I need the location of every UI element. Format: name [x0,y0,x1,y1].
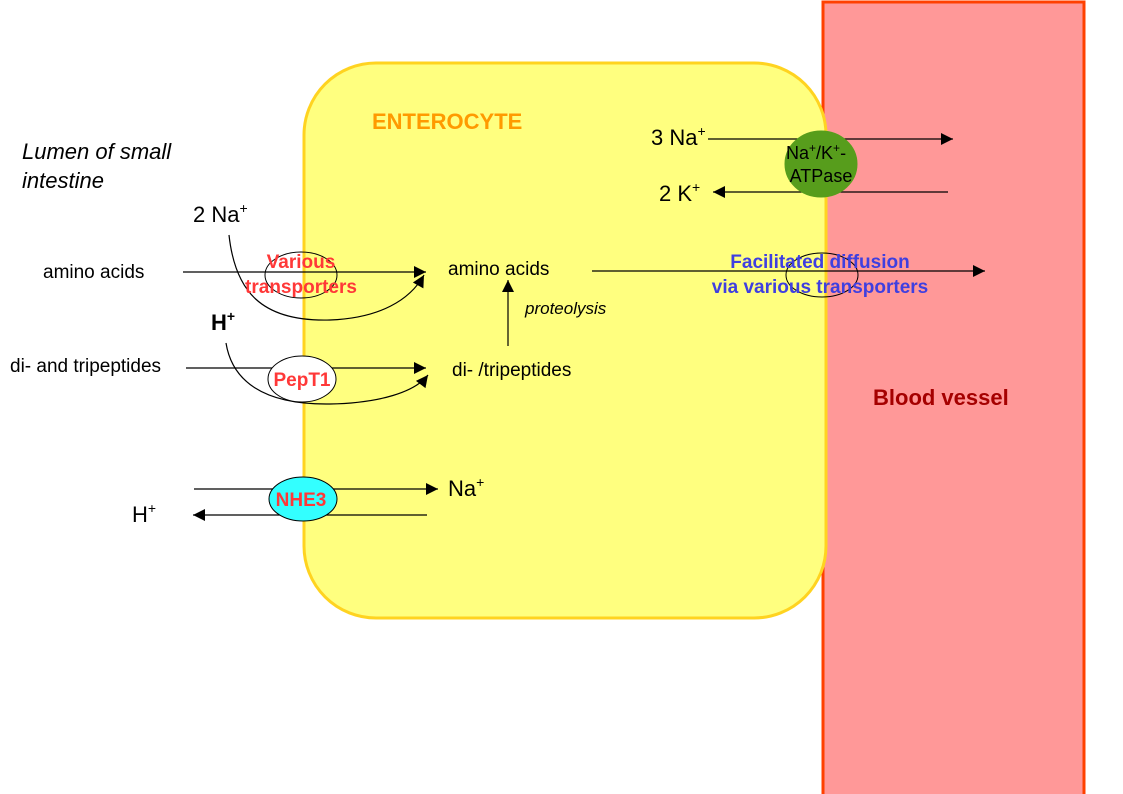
enterocyte-title: ENTEROCYTE [372,109,522,134]
atpase-ellipse [784,130,858,198]
pept1-ellipse [267,355,337,403]
various-transporters-line2: transporters [245,277,357,298]
pept1-label: PepT1 [273,370,330,391]
peptides-cell-label: di- /tripeptides [452,360,571,381]
amino-acids-cell-label: amino acids [448,259,549,280]
peptides-lumen-label: di- and tripeptides [10,356,161,377]
h-pept-label: H+ [211,308,235,335]
various-transporters-ellipse [264,251,338,299]
proteolysis-label: proteolysis [524,299,607,318]
lumen-label-line1: Lumen of small [22,139,172,164]
facilitated-transporter-ellipse [785,252,859,298]
various-transporters-line1: Various [267,252,336,273]
amino-acids-lumen-label: amino acids [43,262,144,283]
h-cotransport-arrow [225,342,429,405]
lumen-label-line2: intestine [22,168,104,193]
facilitated-diffusion-line2: via various transporters [712,277,928,298]
facilitated-diffusion-line1: Facilitated diffusion [730,252,909,273]
atpase-label-line2: ATPase [790,166,853,186]
na-2-cotransport-arrow [228,234,425,321]
h-nhe3-label: H+ [132,500,156,527]
nhe3-ellipse [268,476,338,522]
nhe3-label: NHE3 [276,490,327,511]
na-2-label: 2 Na+ [193,200,248,227]
blood-vessel [821,0,1086,794]
atpase-label-line1: Na+/K+- [786,141,846,163]
na-nhe3-label: Na+ [448,474,484,501]
enterocyte-cell [302,61,828,620]
k-2-label: 2 K+ [659,179,700,206]
na-3-label: 3 Na+ [651,123,706,150]
blood-vessel-label: Blood vessel [873,385,1009,410]
